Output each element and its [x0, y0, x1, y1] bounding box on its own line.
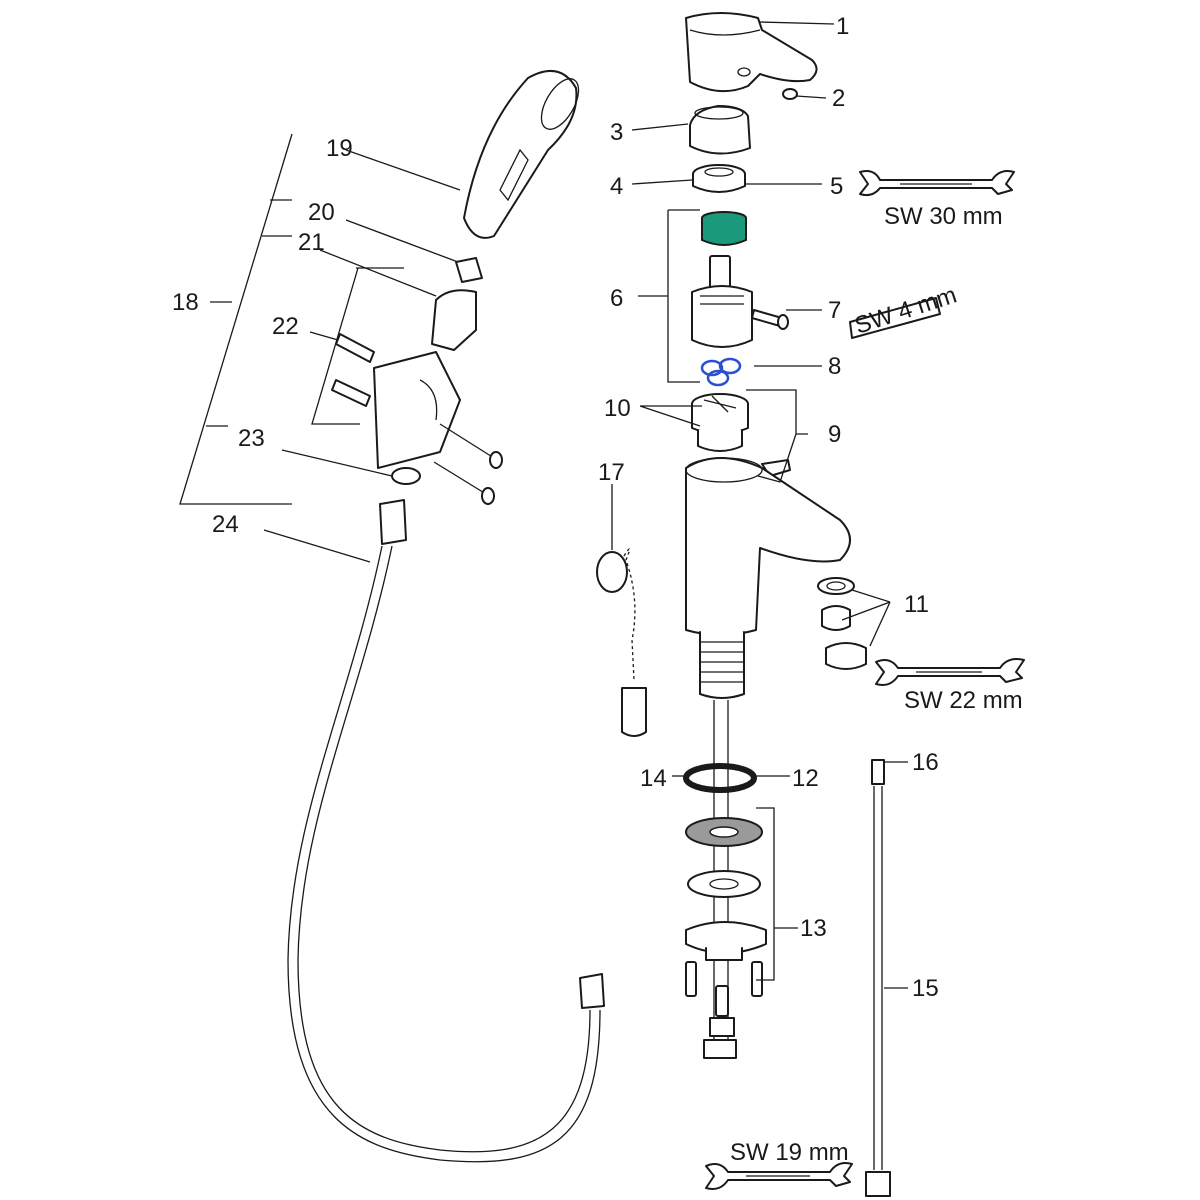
label-part-16: 16	[912, 749, 939, 776]
label-part-1: 1	[836, 13, 849, 40]
part-cartridge	[691, 211, 753, 348]
part-mixer-body	[685, 457, 851, 1040]
part-cover-cap	[689, 105, 751, 155]
label-part-20: 20	[308, 199, 335, 226]
part-hand-shower	[463, 69, 580, 239]
part-connection-hose	[865, 759, 891, 1197]
label-part-8: 8	[828, 353, 841, 380]
part-chain-plug	[596, 548, 647, 737]
label-part-12: 12	[792, 765, 819, 792]
label-part-9: 9	[828, 421, 841, 448]
part-adapter	[455, 257, 483, 283]
label-part-4: 4	[610, 173, 623, 200]
part-diverter	[691, 393, 749, 452]
label-part-23: 23	[238, 425, 265, 452]
label-part-18: 18	[172, 289, 199, 316]
label-part-2: 2	[832, 85, 845, 112]
label-part-6: 6	[610, 285, 623, 312]
label-hex-key-4: SW 4 mm	[852, 281, 961, 339]
label-part-22: 22	[272, 313, 299, 340]
label-part-10: 10	[604, 395, 631, 422]
label-part-24: 24	[212, 511, 239, 538]
label-wrench-19: SW 19 mm	[730, 1139, 849, 1166]
label-wrench-30: SW 30 mm	[884, 203, 1003, 230]
part-hose-washer	[391, 467, 421, 485]
part-wall-holder	[331, 333, 503, 505]
hex-key-icon	[849, 297, 941, 339]
label-part-15: 15	[912, 975, 939, 1002]
part-o-rings	[700, 357, 742, 387]
part-pin	[782, 88, 798, 100]
wrench-19-icon	[705, 1162, 853, 1190]
label-part-11: 11	[904, 591, 929, 618]
part-holder-clip	[431, 289, 477, 351]
label-wrench-22: SW 22 mm	[904, 687, 1023, 714]
part-hex-nut	[692, 164, 746, 193]
part-mounting-set	[685, 817, 767, 1059]
leader-lines	[179, 21, 908, 989]
label-part-19: 19	[326, 135, 353, 162]
part-aerator-set	[817, 577, 867, 670]
label-part-13: 13	[800, 915, 827, 942]
wrench-30-icon	[859, 170, 1015, 197]
part-cartridge-screw	[751, 309, 789, 330]
label-part-7: 7	[828, 297, 841, 324]
part-gasket-ring	[683, 763, 757, 793]
part-labels: 1 2 3 4 5 6 7 8 9 10 11 12 13 14 15 16 1…	[172, 13, 939, 1002]
label-part-17: 17	[598, 459, 625, 486]
label-part-3: 3	[610, 119, 623, 146]
label-part-21: 21	[298, 229, 325, 256]
label-part-14: 14	[640, 765, 667, 792]
wrench-22-icon	[875, 658, 1025, 686]
label-part-5: 5	[830, 173, 843, 200]
part-lever-handle	[685, 12, 818, 93]
part-shower-hose	[287, 499, 605, 1163]
